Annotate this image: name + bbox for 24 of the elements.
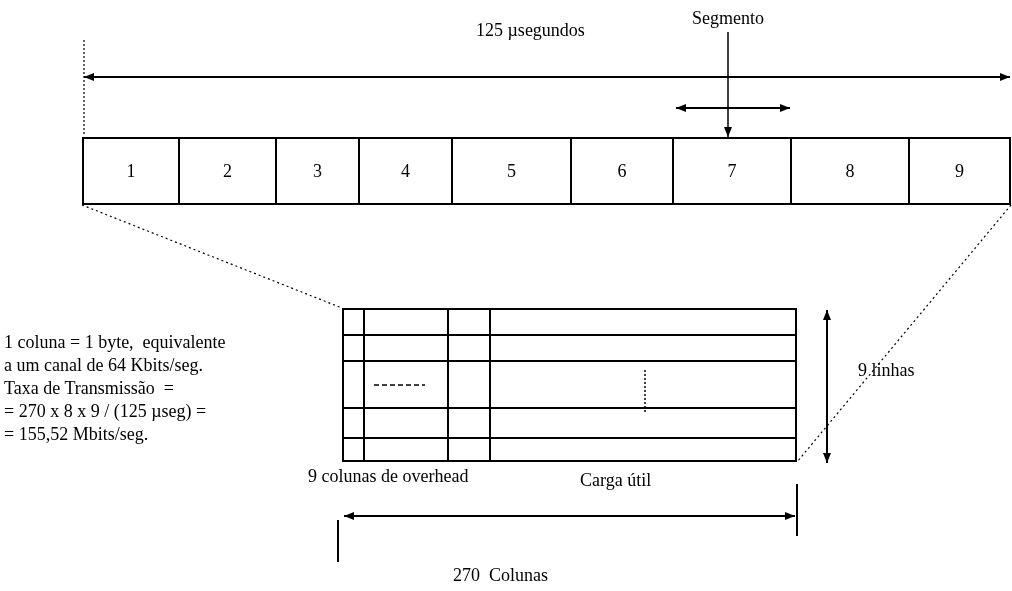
note-text: = 270 x 8 x 9 / (125 µseg) = — [4, 401, 207, 421]
segment-cell: 4 — [360, 137, 453, 205]
dimension-label: 125 µsegundos — [476, 20, 585, 40]
segment-cell: 1 — [82, 137, 180, 205]
segment-label: Segmento — [692, 7, 764, 29]
arrow — [724, 31, 732, 138]
segment-cell: 3 — [277, 137, 360, 205]
segment-cell: 9 — [910, 137, 1011, 205]
note-text: = 155,52 Mbits/seg. — [4, 424, 149, 444]
note-text: 1 coluna = 1 byte, equivalente — [4, 332, 226, 352]
note-text: Taxa de Transmissão = — [4, 378, 174, 398]
dimension-label: 9 linhas — [858, 360, 915, 380]
column-label: Carga útil — [580, 470, 652, 490]
dotted-line — [796, 204, 1012, 463]
dimension-label: 270 Colunas — [453, 565, 548, 585]
segment-cell: 2 — [180, 137, 277, 205]
frame-grid — [342, 308, 797, 462]
segment-cell: 6 — [572, 137, 674, 205]
column-label: 9 colunas de overhead — [308, 466, 469, 486]
note-text: a um canal de 64 Kbits/seg. — [4, 355, 203, 375]
segment-cell: 8 — [792, 137, 910, 205]
dotted-line — [81, 204, 343, 309]
segment-cell: 5 — [453, 137, 572, 205]
segment-cell: 7 — [674, 137, 792, 205]
